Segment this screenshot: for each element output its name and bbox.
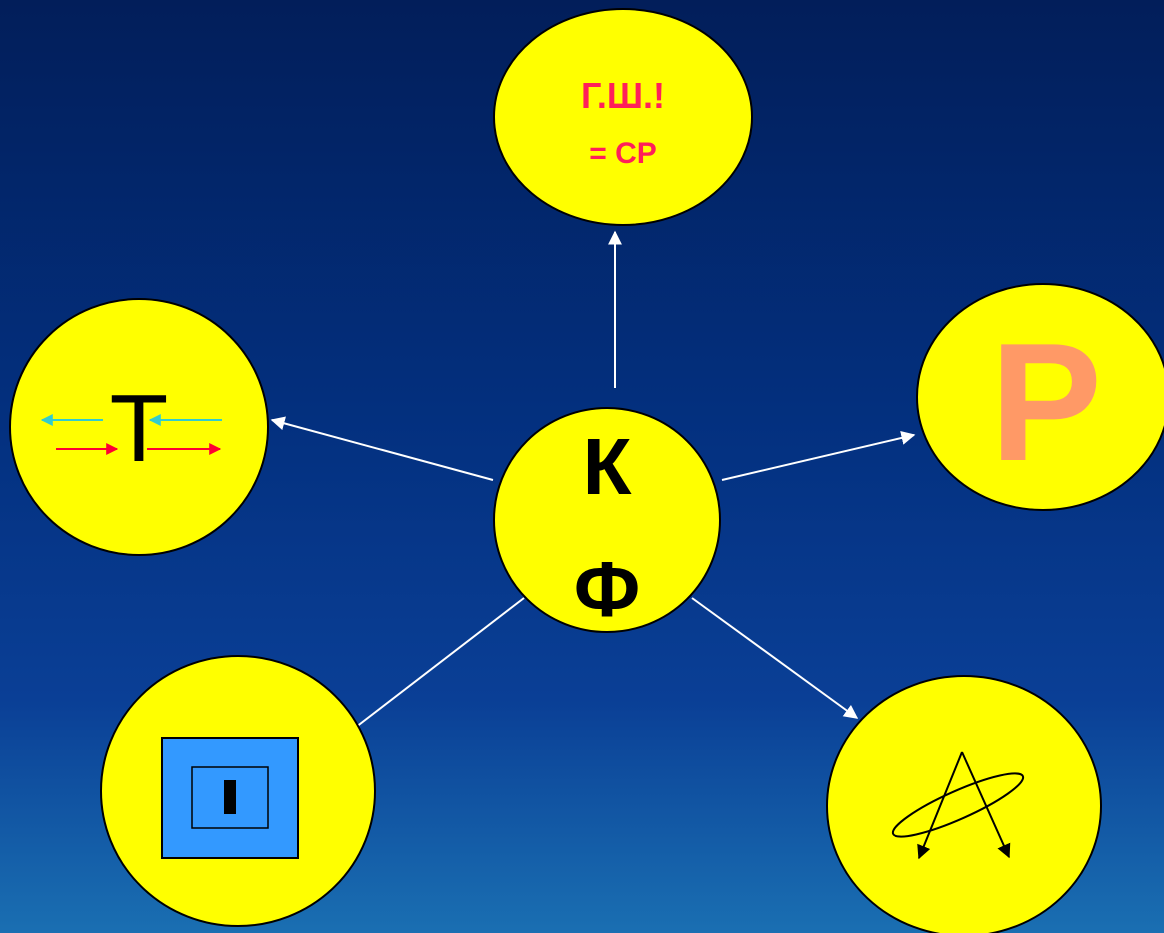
connector-to-bottom-right [691,597,859,719]
node-top-line1: Г.Ш.! [581,75,665,116]
node-center-line2: Ф [574,545,641,633]
node-top-line2: = СР [589,137,657,170]
node-right: Р [916,283,1164,511]
node-left: Т [9,298,269,556]
square-in-square-icon [161,737,299,859]
connector-to-left [270,416,494,481]
node-right-letter: Р [990,308,1102,496]
node-center-line1: К [583,422,632,511]
node-top: Г.Ш.! = СР [493,8,753,226]
node-bottom-left [100,655,376,927]
node-bottom-right [826,675,1102,933]
node-left-letter: Т [110,375,169,482]
opposing-arrows-icon [40,414,222,455]
star-loop-icon [891,751,1025,860]
connector-to-bottom-left [345,597,525,735]
node-center: К Ф [493,407,721,633]
connector-to-right [721,431,916,481]
